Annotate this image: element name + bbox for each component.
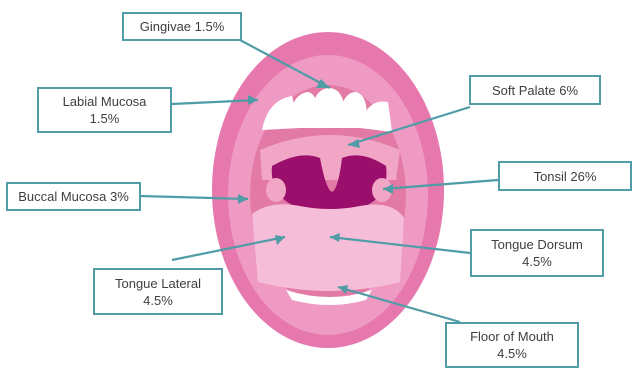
label-tongue-dorsum-line2: 4.5% (522, 253, 552, 270)
label-tongue-dorsum: Tongue Dorsum 4.5% (470, 229, 604, 277)
label-buccal-mucosa: Buccal Mucosa 3% (6, 182, 141, 211)
label-tongue-lateral: Tongue Lateral 4.5% (93, 268, 223, 315)
label-tonsil-text: Tonsil 26% (534, 168, 597, 185)
label-gingivae-text: Gingivae 1.5% (140, 18, 225, 35)
label-gingivae: Gingivae 1.5% (122, 12, 242, 41)
label-labial-mucosa: Labial Mucosa 1.5% (37, 87, 172, 133)
label-floor-of-mouth-line2: 4.5% (497, 345, 527, 362)
label-tonsil: Tonsil 26% (498, 161, 632, 191)
label-tongue-lateral-line1: Tongue Lateral (115, 275, 201, 292)
label-soft-palate: Soft Palate 6% (469, 75, 601, 105)
label-floor-of-mouth-line1: Floor of Mouth (470, 328, 554, 345)
label-labial-mucosa-line2: 1.5% (90, 110, 120, 127)
label-labial-mucosa-line1: Labial Mucosa (63, 93, 147, 110)
label-buccal-mucosa-text: Buccal Mucosa 3% (18, 188, 129, 205)
label-soft-palate-text: Soft Palate 6% (492, 82, 578, 99)
label-tongue-lateral-line2: 4.5% (143, 292, 173, 309)
tongue (252, 204, 404, 291)
tonsil-left (266, 178, 286, 202)
label-tongue-dorsum-line1: Tongue Dorsum (491, 236, 583, 253)
label-floor-of-mouth: Floor of Mouth 4.5% (445, 322, 579, 368)
